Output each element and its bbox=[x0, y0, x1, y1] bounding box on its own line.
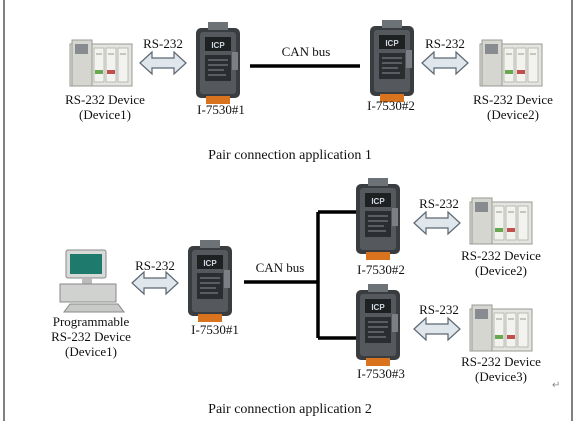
pc-label-line1: Programmable bbox=[52, 314, 130, 329]
device3-id: (Device3) bbox=[475, 369, 527, 384]
i7530-module2-icon bbox=[355, 177, 401, 261]
device2-id: (Device2) bbox=[487, 107, 539, 122]
device2-name: RS-232 Device bbox=[473, 92, 553, 107]
pc-label-line3: (Device1) bbox=[65, 344, 117, 359]
device2-name: RS-232 Device bbox=[461, 248, 541, 263]
i7530-module3-icon bbox=[355, 283, 401, 367]
module2-name: I-7530#2 bbox=[367, 98, 415, 113]
rs232-arrow-icon bbox=[421, 51, 469, 75]
rs232-device1-icon bbox=[69, 39, 133, 87]
module1-name: I-7530#1 bbox=[191, 322, 239, 337]
return-mark: ↵ bbox=[552, 380, 560, 391]
rs232-device2-icon bbox=[479, 39, 543, 87]
rs232-arrow-icon bbox=[139, 51, 187, 75]
rs232-device3-icon bbox=[469, 304, 533, 352]
module2-name: I-7530#2 bbox=[357, 262, 405, 277]
rs232-device2-icon bbox=[469, 197, 533, 245]
device1-name: RS-232 Device bbox=[65, 92, 145, 107]
rs232-label: RS-232 bbox=[425, 36, 465, 51]
module3-name: I-7530#3 bbox=[357, 366, 405, 381]
rs232-arrow-icon bbox=[413, 211, 461, 235]
rs232-arrow-icon bbox=[413, 317, 461, 341]
i7530-module2-icon bbox=[369, 19, 415, 103]
caption-application-2: Pair connection application 2 bbox=[208, 402, 372, 417]
device1-id: (Device1) bbox=[79, 107, 131, 122]
i7530-module1-icon bbox=[187, 239, 233, 323]
rs232-label: RS-232 bbox=[135, 258, 175, 273]
rs232-label: RS-232 bbox=[419, 196, 459, 211]
i7530-module1-icon bbox=[195, 21, 241, 105]
rs232-arrow-icon bbox=[131, 271, 179, 295]
module1-name: I-7530#1 bbox=[197, 102, 245, 117]
rs232-label: RS-232 bbox=[419, 302, 459, 317]
caption-application-1: Pair connection application 1 bbox=[208, 148, 372, 163]
pc-label-line2: RS-232 Device bbox=[51, 329, 131, 344]
device3-name: RS-232 Device bbox=[461, 354, 541, 369]
rs232-label: RS-232 bbox=[143, 36, 183, 51]
canbus-label: CAN bus bbox=[255, 260, 305, 275]
computer-icon bbox=[59, 249, 125, 313]
canbus-label: CAN bus bbox=[281, 44, 331, 59]
device2-id: (Device2) bbox=[475, 263, 527, 278]
